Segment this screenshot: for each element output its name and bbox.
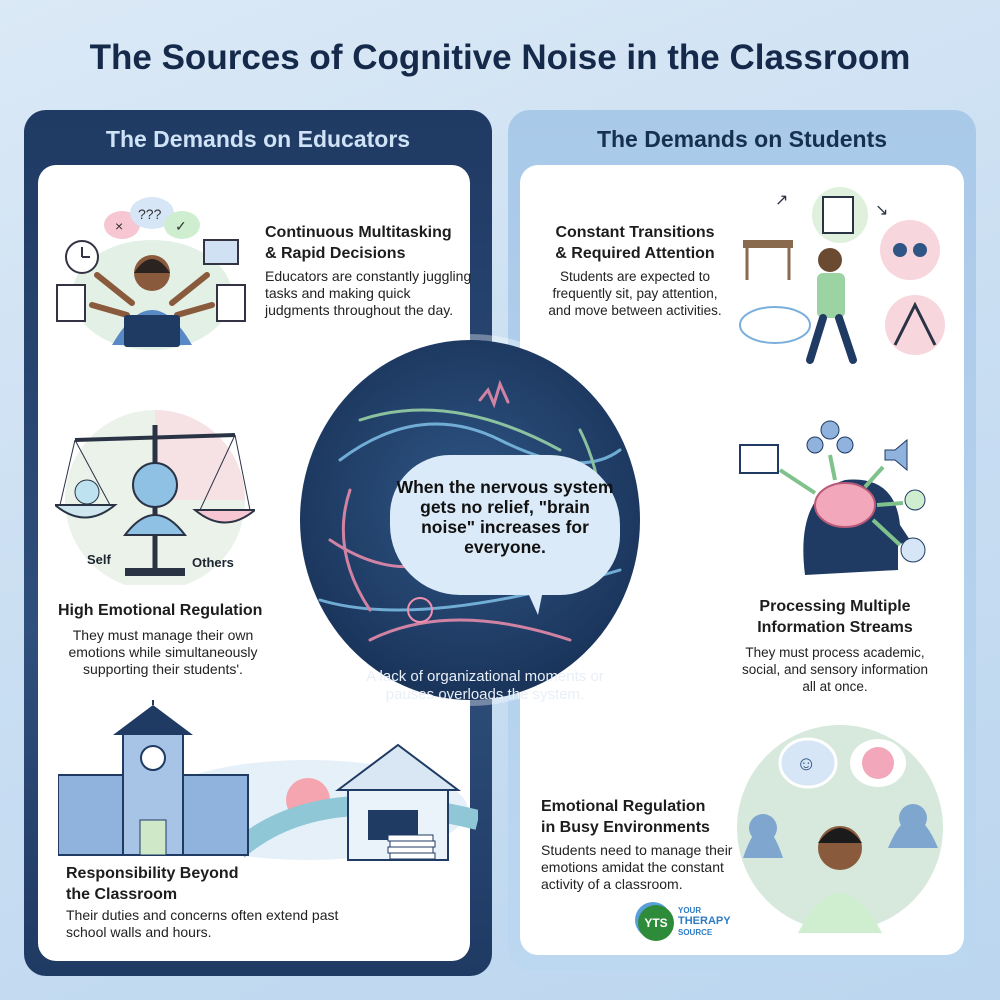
page-title: The Sources of Cognitive Noise in the Cl… [89, 38, 911, 77]
educator-item-emotional: High Emotional Regulation They must mana… [58, 600, 318, 678]
item-heading-line2: & Required Attention [555, 245, 715, 262]
item-heading-line2: the Classroom [66, 886, 178, 903]
item-body: They must process academic, social, and … [741, 645, 929, 694]
item-heading-line1: Responsibility Beyond [66, 865, 239, 882]
balance-scale-illustration [55, 410, 255, 585]
item-body: They must manage their own emotions whil… [68, 627, 258, 677]
logo-mark: YTS [638, 905, 674, 941]
item-heading-line2: Information Streams [757, 619, 913, 636]
item-body: Their duties and concerns often extend p… [66, 907, 339, 940]
svg-text:↗: ↗ [775, 192, 788, 209]
svg-text:↘: ↘ [875, 202, 888, 219]
brain-inputs-illustration [739, 420, 926, 575]
logo-line3: SOURCE [678, 928, 713, 937]
item-body: Students need to manage their emotions a… [541, 842, 733, 892]
svg-text:???: ??? [138, 206, 162, 222]
speech-bubble-tail [520, 575, 546, 615]
logo-line2: THERAPY [678, 915, 731, 927]
svg-text:☺: ☺ [796, 753, 816, 775]
item-heading-line2: & Rapid Decisions [265, 245, 406, 262]
item-heading-line1: Emotional Regulation [541, 798, 706, 815]
item-heading: High Emotional Regulation [58, 602, 263, 619]
student-item-transitions: Constant Transitions & Required Attentio… [540, 222, 730, 319]
center-caption: A lack of organizational moments or paus… [366, 668, 604, 703]
item-body: Students are expected to frequently sit,… [548, 269, 722, 318]
educator-item-multitasking: Continuous Multitasking & Rapid Decision… [265, 222, 475, 319]
scale-label-others: Others [192, 555, 234, 570]
student-transitions-illustration: ↗↘ [739, 187, 945, 364]
school-and-home-illustration [58, 700, 478, 861]
logo-text: YOUR THERAPY SOURCE [678, 905, 731, 938]
yts-logo: YTS YOUR THERAPY SOURCE [638, 903, 758, 943]
student-item-processing: Processing Multiple Information Streams … [735, 596, 935, 695]
bubble-text: When the nervous system gets no relief, … [396, 477, 614, 557]
item-heading-line1: Continuous Multitasking [265, 224, 452, 241]
item-heading-line1: Processing Multiple [759, 598, 911, 615]
educator-item-responsibility: Responsibility Beyond the Classroom Thei… [66, 863, 366, 941]
item-heading-line2: in Busy Environments [541, 819, 710, 836]
multitasking-teacher-illustration: × ??? ✓ [56, 197, 246, 350]
item-heading-line1: Constant Transitions [555, 224, 715, 241]
scale-label-self: Self [87, 552, 111, 567]
student-item-emotional: Emotional Regulation in Busy Environment… [541, 796, 741, 893]
speech-bubble [390, 455, 620, 595]
item-body: Educators are constantly juggling tasks … [265, 268, 472, 318]
svg-text:✓: ✓ [175, 218, 187, 234]
educators-header: The Demands on Educators [105, 126, 411, 152]
svg-text:×: × [115, 218, 123, 234]
logo-line1: YOUR [678, 906, 702, 915]
busy-classroom-illustration: ☺ [737, 725, 943, 933]
students-header: The Demands on Students [596, 126, 888, 152]
